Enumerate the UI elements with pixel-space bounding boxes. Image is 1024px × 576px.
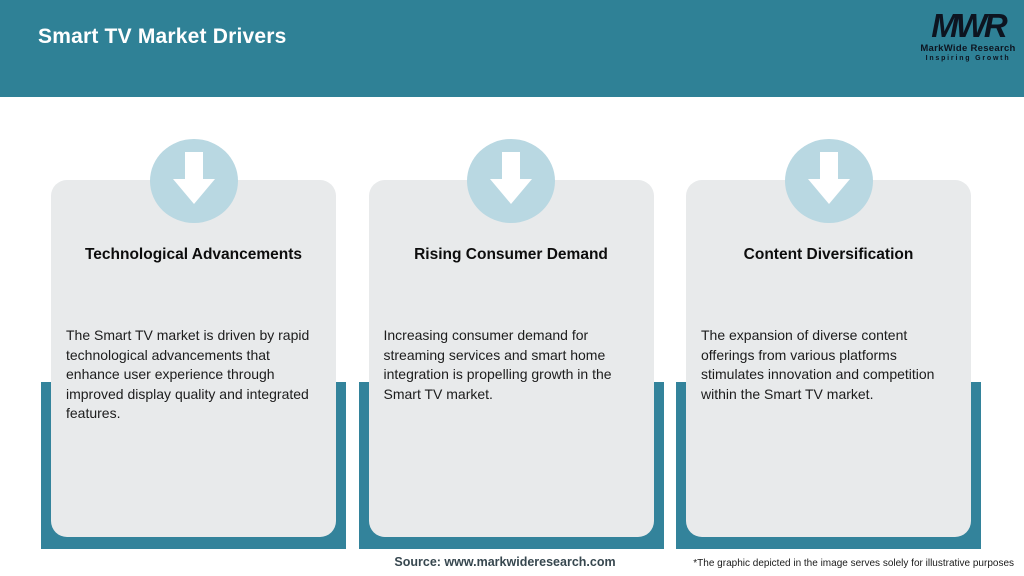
card-title: Technological Advancements: [84, 246, 303, 263]
page-title: Smart TV Market Drivers: [38, 25, 287, 48]
card-description: The Smart TV market is driven by rapid t…: [66, 327, 310, 421]
icon-circle: [149, 139, 238, 223]
drivers-cards-row: Technological Advancements The Smart TV …: [41, 139, 981, 549]
brand-logo: MWR MarkWide Research Inspiring Growth: [920, 9, 1016, 63]
down-arrow-icon: [172, 151, 216, 211]
down-arrow-icon: [489, 151, 533, 211]
down-arrow-icon: [807, 151, 851, 211]
card-panel: Rising Consumer Demand Increasing consum…: [368, 180, 654, 537]
driver-card-technological-advancements: Technological Advancements The Smart TV …: [41, 139, 346, 549]
card-title: Rising Consumer Demand: [414, 246, 608, 263]
card-description: The expansion of diverse content offerin…: [701, 327, 935, 402]
card-panel: Content Diversification The expansion of…: [686, 180, 971, 537]
card-panel: Technological Advancements The Smart TV …: [51, 180, 336, 537]
driver-card-content-diversification: Content Diversification The expansion of…: [676, 139, 981, 549]
brand-tagline: Inspiring Growth: [925, 55, 1011, 62]
icon-circle: [467, 139, 555, 223]
source-text: Source: www.markwideresearch.com: [394, 555, 616, 569]
header-bar: Smart TV Market Drivers MWR MarkWide Res…: [0, 0, 1024, 97]
card-title: Content Diversification: [743, 246, 914, 263]
icon-circle: [784, 139, 873, 223]
driver-card-rising-consumer-demand: Rising Consumer Demand Increasing consum…: [358, 139, 664, 549]
disclaimer-text: *The graphic depicted in the image serve…: [693, 558, 1014, 569]
brand-acronym: MWR: [931, 7, 1007, 44]
card-description: Increasing consumer demand for streaming…: [383, 327, 612, 402]
brand-name: MarkWide Research: [920, 43, 1016, 54]
